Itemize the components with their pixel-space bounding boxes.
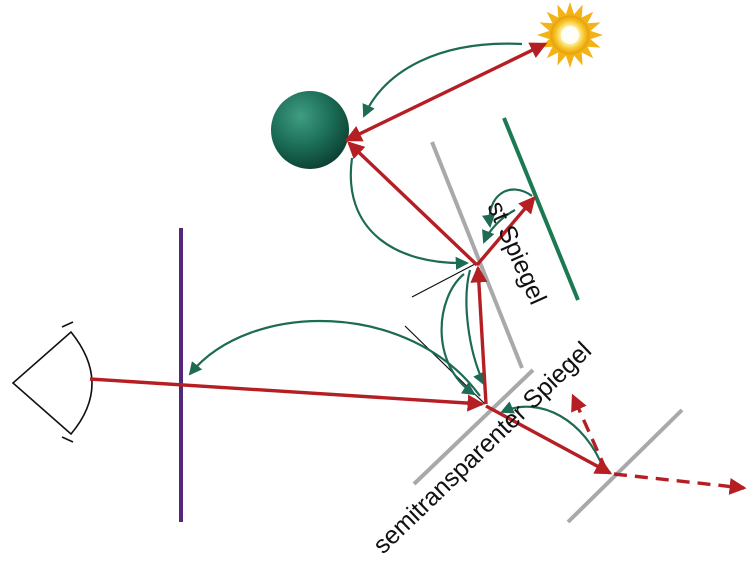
feedback-arrow-lower-left — [440, 273, 476, 396]
eye-icon — [11, 321, 93, 443]
feedback-arrow-green-mirror — [482, 188, 533, 228]
sphere-object — [271, 91, 349, 169]
sun-icon — [537, 2, 603, 68]
dashed-ray-up — [571, 393, 608, 471]
feedback-arrow-sun-ball — [362, 42, 523, 118]
green-mirror — [502, 117, 580, 301]
second-semitransparent-mirror — [566, 408, 684, 524]
ray-mirror-down — [470, 265, 488, 405]
feedback-arrow-right-mirror — [500, 401, 606, 471]
feedback-arrow-ball-mirror — [349, 157, 469, 270]
ray-eye-to-mirror — [89, 377, 485, 412]
feedback-arrow-lower-right — [465, 269, 486, 386]
semitransparent-mirror — [412, 368, 535, 486]
ray-ball-to-mirror — [347, 141, 479, 267]
dashed-ray-right — [613, 472, 747, 495]
feedback-arrow-to-screen — [188, 319, 481, 397]
small-mirror — [430, 141, 524, 369]
ray-sun-to-ball — [344, 42, 548, 142]
feedback-arrow-small-loop — [482, 209, 516, 244]
ray-mirror-to-green — [475, 196, 536, 267]
ray-mirror-to-right-mirror — [485, 404, 613, 475]
